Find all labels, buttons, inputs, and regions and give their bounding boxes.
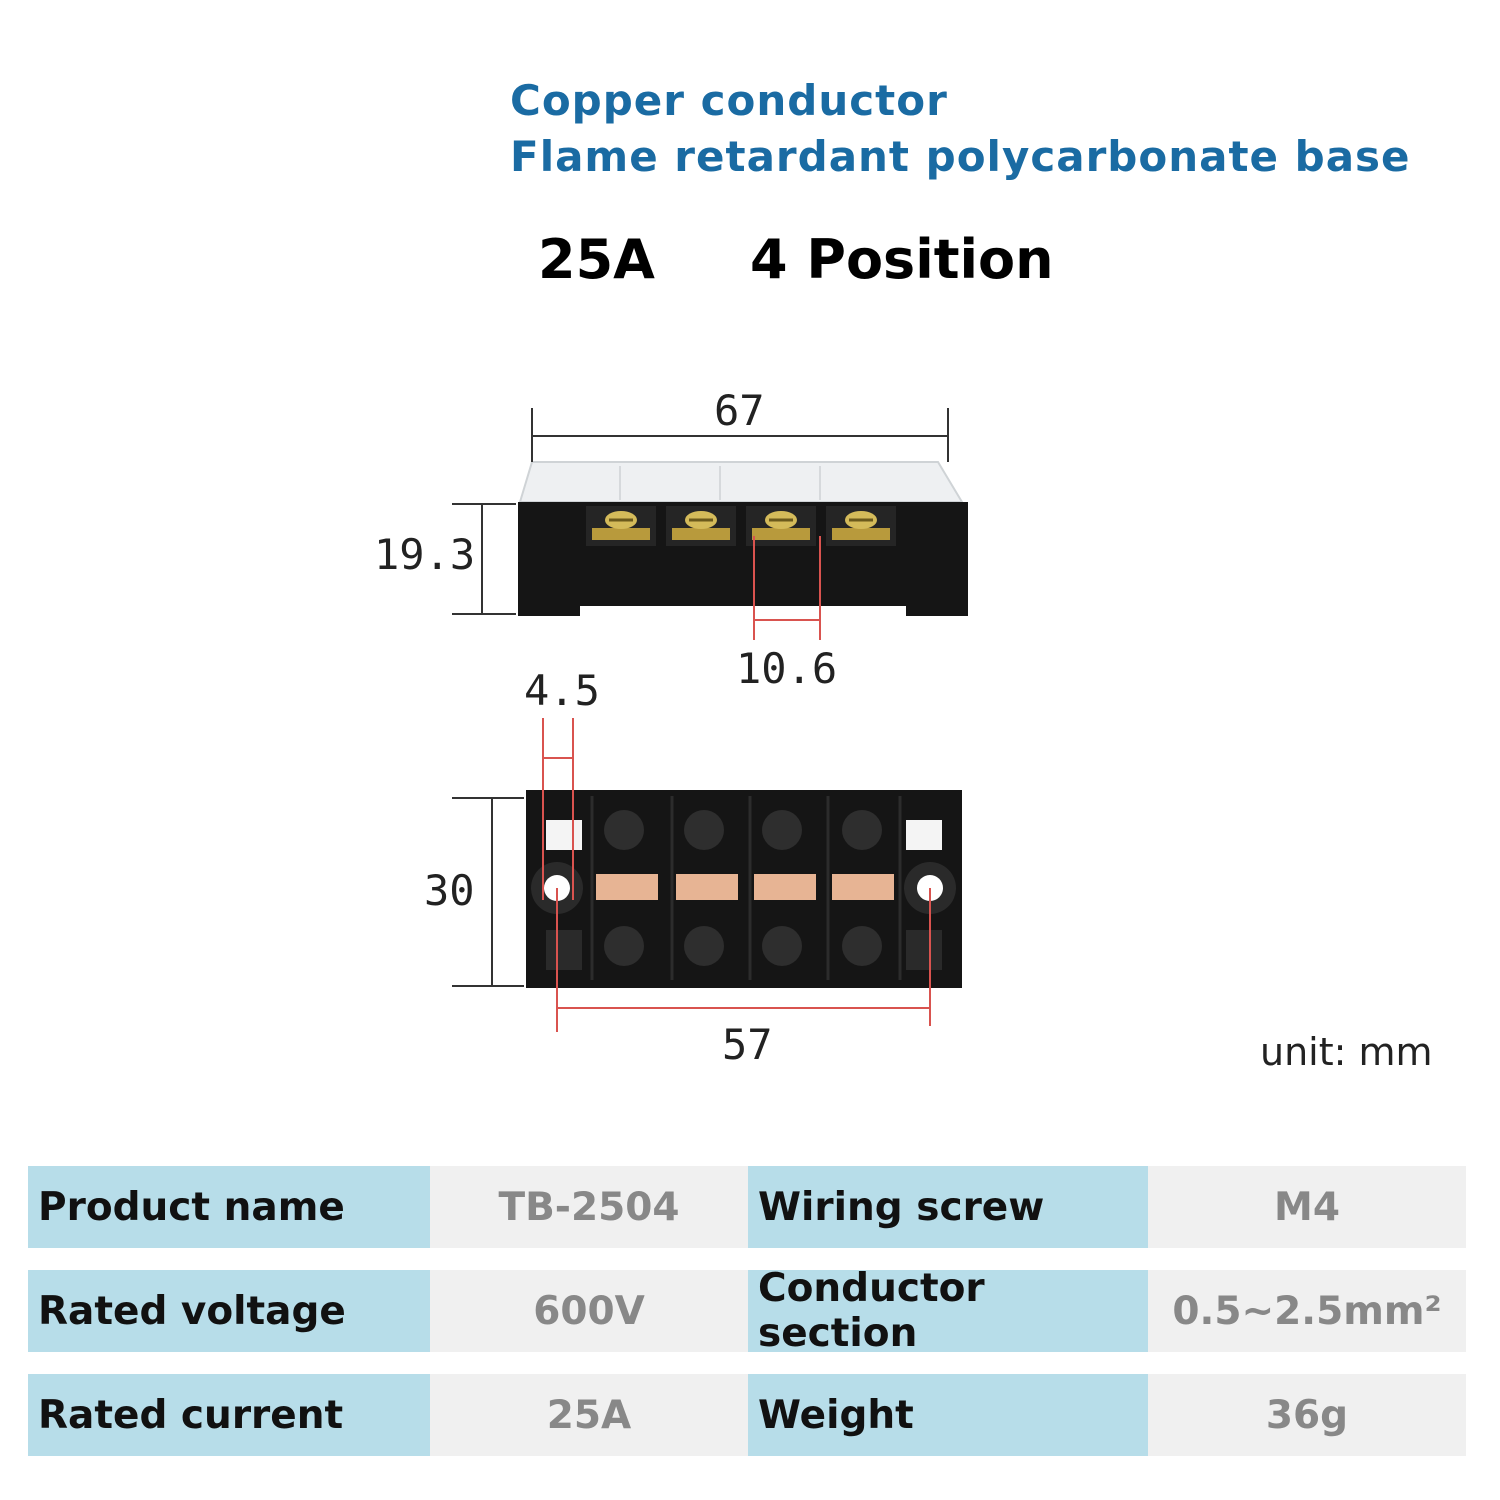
- screw-icon: [752, 511, 810, 540]
- spec-label: Rated current: [28, 1374, 430, 1456]
- dimension-mounting-distance: 57: [722, 1020, 773, 1069]
- spec-value: M4: [1148, 1166, 1466, 1248]
- headline-base-material: Flame retardant polycarbonate base: [510, 132, 1411, 181]
- spec-value: 0.5~2.5mm²: [1148, 1270, 1466, 1352]
- spec-label: Conductor section: [748, 1266, 1148, 1356]
- spec-value: 25A: [430, 1374, 748, 1456]
- dimension-pitch: 10.6: [736, 644, 838, 693]
- screw-icon: [832, 511, 890, 540]
- spec-value: 36g: [1148, 1374, 1466, 1456]
- dimension-height: 19.3: [374, 530, 476, 579]
- spec-row: Rated current 25A Weight 36g: [28, 1374, 1466, 1456]
- rating-current: 25A: [538, 228, 655, 291]
- spec-row: Product name TB-2504 Wiring screw M4: [28, 1166, 1466, 1248]
- spec-value: 600V: [430, 1270, 748, 1352]
- screw-head-icon: [604, 926, 644, 966]
- headline-copper-conductor: Copper conductor: [510, 76, 948, 125]
- copper-strip: [754, 874, 816, 900]
- spec-value: TB-2504: [430, 1166, 748, 1248]
- dimension-width: 30: [424, 866, 475, 915]
- dimension-length: 67: [714, 386, 765, 435]
- spec-row: Rated voltage 600V Conductor section 0.5…: [28, 1266, 1466, 1356]
- position-count: 4 Position: [750, 228, 1054, 291]
- screw-head-icon: [762, 926, 802, 966]
- screw-head-icon: [684, 926, 724, 966]
- screw-head-icon: [762, 810, 802, 850]
- screw-icon: [672, 511, 730, 540]
- terminal-block-diagram: [452, 408, 968, 1032]
- screw-head-icon: [842, 810, 882, 850]
- top-view: [452, 718, 962, 1032]
- unit-label: unit: mm: [1260, 1030, 1433, 1074]
- spec-label: Rated voltage: [28, 1270, 430, 1352]
- screw-head-icon: [604, 810, 644, 850]
- screw-head-icon: [684, 810, 724, 850]
- screw-icon: [592, 511, 650, 540]
- spec-label: Weight: [748, 1374, 1148, 1456]
- dimension-hole-diameter: 4.5: [524, 666, 600, 715]
- copper-strip: [832, 874, 894, 900]
- copper-strip: [596, 874, 658, 900]
- spec-label: Product name: [28, 1166, 430, 1248]
- side-view: [452, 408, 968, 640]
- copper-strip: [676, 874, 738, 900]
- screw-head-icon: [842, 926, 882, 966]
- spec-label: Wiring screw: [748, 1166, 1148, 1248]
